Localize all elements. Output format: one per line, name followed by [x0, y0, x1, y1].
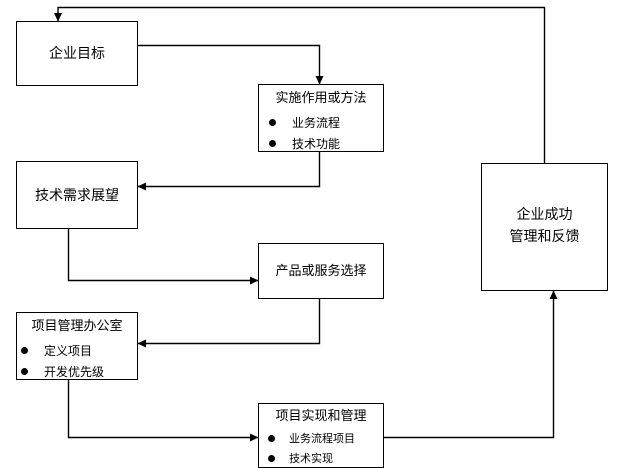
- bullet-item: 技术功能: [259, 133, 383, 151]
- node-project-impl-mgmt-title: 项目实现和管理: [275, 409, 367, 424]
- node-project-impl-mgmt-bullets: 业务流程项目 技术实现: [259, 428, 383, 467]
- node-enterprise-success-title: 企业成功 管理和反馈: [509, 207, 580, 245]
- edge-success-to-goal: [54, 6, 546, 163]
- node-pmo-title: 项目管理办公室: [31, 319, 123, 334]
- bullet-item: 定义项目: [17, 340, 137, 361]
- bullet-item: 技术实现: [259, 448, 383, 467]
- bullet-dot-icon: [268, 454, 275, 462]
- bullet-dot-icon: [269, 140, 276, 147]
- node-tech-demand-outlook-title: 技术需求展望: [35, 188, 119, 204]
- edge-goal-to-method: [138, 44, 324, 85]
- node-enterprise-goal[interactable]: 企业目标: [16, 21, 138, 86]
- node-enterprise-goal-title: 企业目标: [49, 46, 105, 62]
- bullet-item: 开发优先级: [17, 361, 137, 379]
- node-tech-demand-outlook[interactable]: 技术需求展望: [16, 161, 138, 229]
- edge-method-to-outlook: [137, 152, 321, 191]
- node-implementation-method-title: 实施作用或方法: [275, 91, 367, 106]
- bullet-item: 业务流程: [259, 112, 383, 133]
- bullet-dot-icon: [21, 347, 28, 354]
- node-enterprise-success[interactable]: 企业成功 管理和反馈: [481, 163, 608, 291]
- node-project-impl-mgmt[interactable]: 项目实现和管理 业务流程项目 技术实现: [258, 403, 384, 468]
- node-product-service-choice-title: 产品或服务选择: [275, 264, 367, 279]
- edge-outlook-to-product: [67, 229, 259, 285]
- edge-product-to-pmo: [137, 299, 321, 348]
- edge-project-to-success: [384, 290, 558, 439]
- node-implementation-method-bullets: 业务流程 技术功能: [259, 112, 383, 151]
- node-pmo[interactable]: 项目管理办公室 定义项目 开发优先级: [16, 312, 138, 380]
- node-pmo-bullets: 定义项目 开发优先级: [17, 340, 137, 379]
- bullet-dot-icon: [268, 434, 275, 442]
- edge-pmo-to-project: [67, 380, 259, 442]
- node-implementation-method[interactable]: 实施作用或方法 业务流程 技术功能: [258, 84, 384, 152]
- bullet-item: 业务流程项目: [259, 428, 383, 448]
- node-product-service-choice[interactable]: 产品或服务选择: [258, 243, 384, 299]
- bullet-dot-icon: [269, 119, 276, 126]
- bullet-dot-icon: [21, 368, 28, 375]
